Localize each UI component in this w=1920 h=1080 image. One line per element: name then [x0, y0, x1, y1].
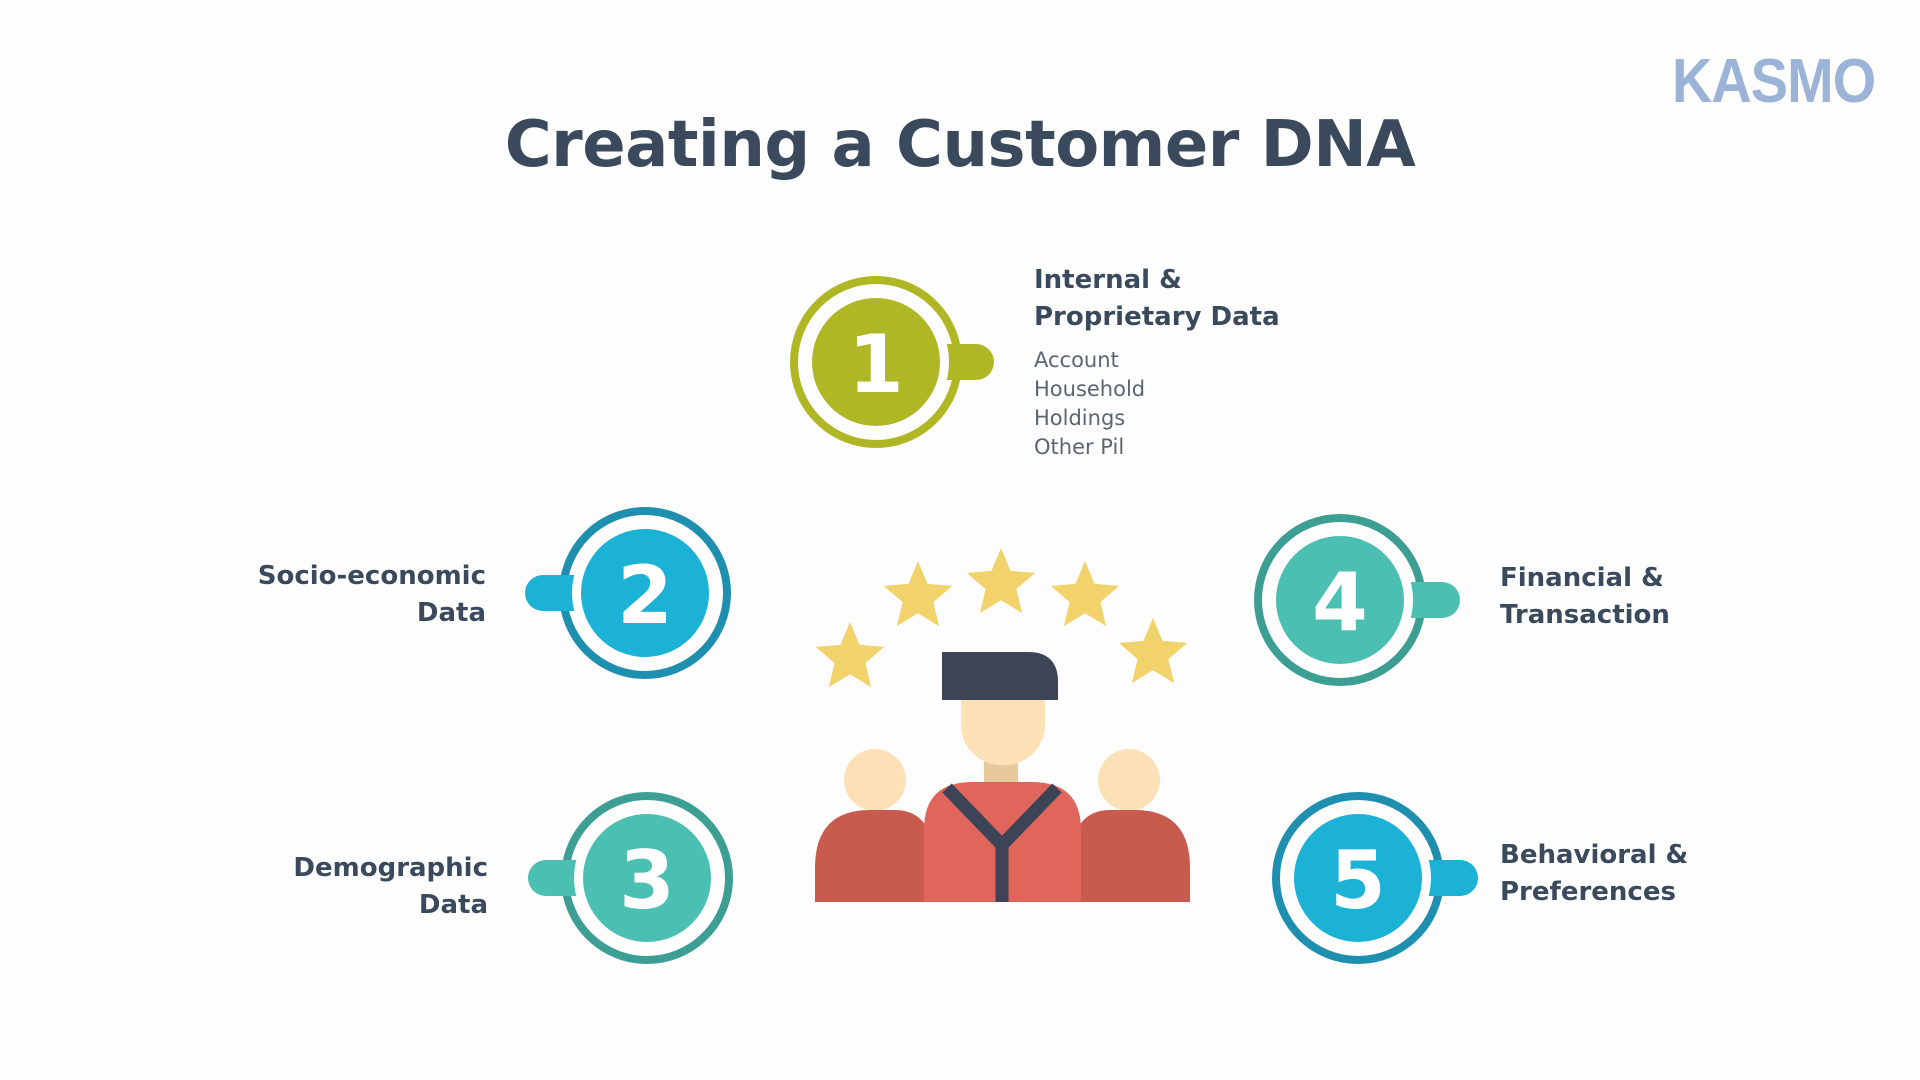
step-4-badge: 4 [1258, 518, 1460, 682]
step-3-title-line-2: Data [293, 887, 488, 924]
right-person-body [1070, 810, 1190, 902]
step-5-label: Behavioral & Preferences [1500, 837, 1688, 911]
step-1-number: 1 [848, 318, 904, 411]
step-4-label: Financial & Transaction [1500, 560, 1670, 634]
step-2-number: 2 [617, 549, 673, 642]
left-person-body [815, 810, 935, 902]
step-2-title-line-1: Socio-economic [258, 558, 486, 595]
star-icon [816, 622, 884, 687]
step-1-items: Account Household Holdings Other Pil [1034, 346, 1145, 462]
step-3-badge: 3 [528, 796, 729, 960]
customer-group-icon [815, 652, 1190, 902]
star-icon [1119, 618, 1187, 683]
step-3-title-line-1: Demographic [293, 850, 488, 887]
left-person-head [844, 749, 906, 811]
step-4-title-line-2: Transaction [1500, 597, 1670, 634]
step-3-label: Demographic Data [293, 850, 488, 924]
step-5-number: 5 [1330, 834, 1386, 927]
step-1-item-holdings: Holdings [1034, 404, 1145, 433]
step-2-title-line-2: Data [258, 595, 486, 632]
right-person-head [1098, 749, 1160, 811]
step-1-title-line-2: Proprietary Data [1034, 299, 1280, 336]
step-1-item-account: Account [1034, 346, 1145, 375]
step-1-badge: 1 [794, 280, 994, 444]
step-4-number: 4 [1312, 556, 1368, 649]
step-1-item-other: Other Pil [1034, 433, 1145, 462]
step-4-title-line-1: Financial & [1500, 560, 1670, 597]
step-2-label: Socio-economic Data [258, 558, 486, 632]
star-icon [1051, 561, 1119, 626]
step-2-badge: 2 [525, 511, 727, 675]
step-5-badge: 5 [1276, 796, 1478, 960]
step-5-title-line-2: Preferences [1500, 874, 1688, 911]
step-1-label: Internal & Proprietary Data [1034, 262, 1280, 336]
step-1-title-line-1: Internal & [1034, 262, 1280, 299]
step-3-number: 3 [619, 834, 675, 927]
main-person-hair [942, 652, 1058, 700]
star-icon [884, 561, 952, 626]
star-icon [967, 548, 1035, 613]
step-1-item-household: Household [1034, 375, 1145, 404]
step-5-title-line-1: Behavioral & [1500, 837, 1688, 874]
